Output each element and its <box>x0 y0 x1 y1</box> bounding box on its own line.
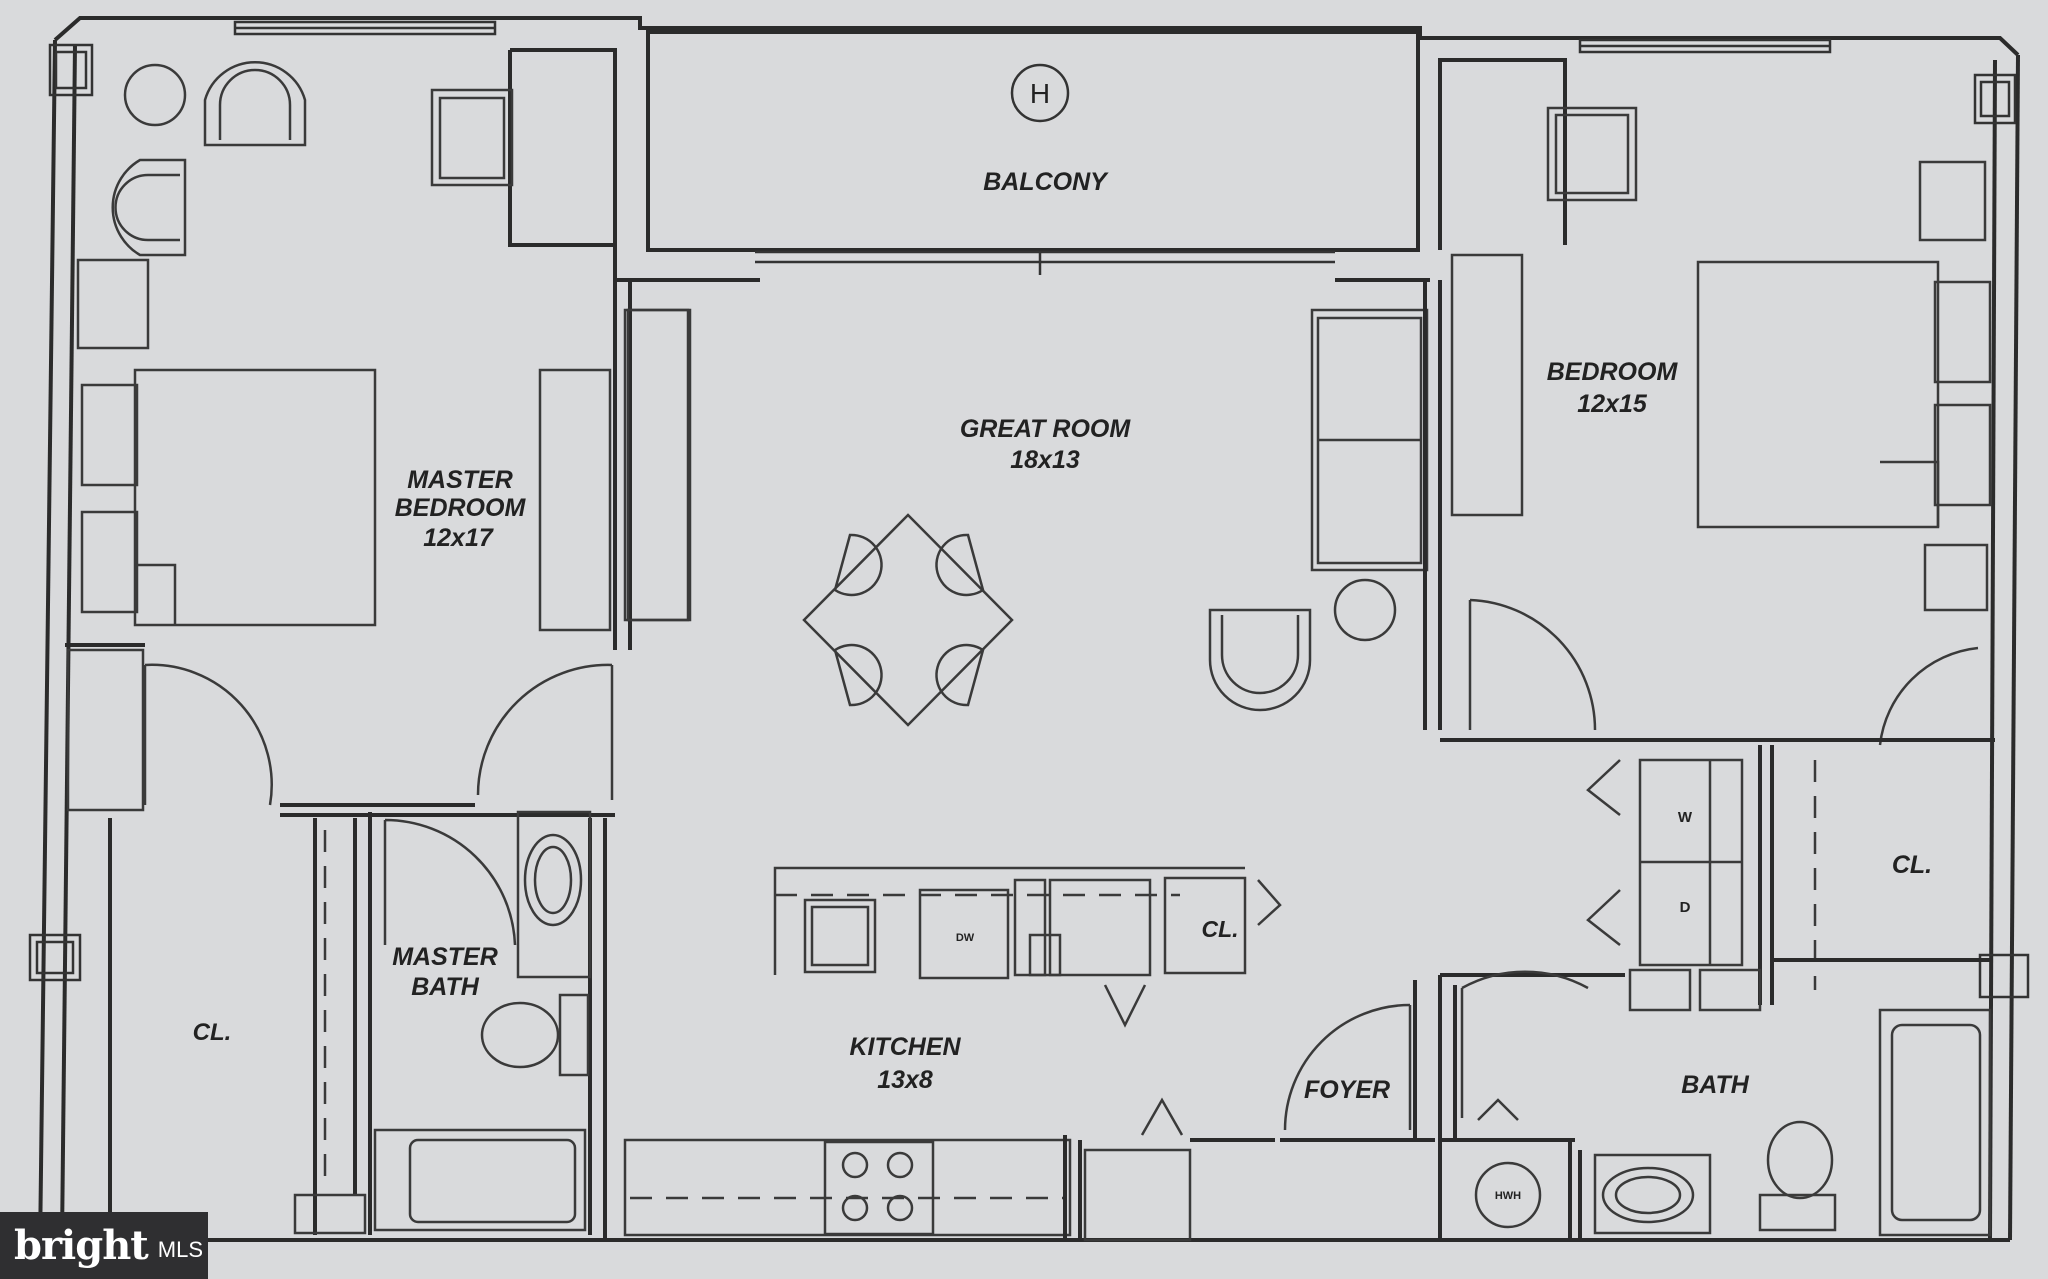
master-bath: MASTER BATH <box>368 810 607 1240</box>
exterior-walls <box>28 16 2030 1251</box>
bedroom-size: 12x15 <box>1577 390 1648 418</box>
closet-left-label: CL. <box>193 1019 232 1046</box>
closet-kitchen-label: CL. <box>1201 916 1238 942</box>
balcony-label: BALCONY <box>983 168 1109 196</box>
great-room-size: 18x13 <box>1010 446 1080 474</box>
great-room-label: GREAT ROOM <box>960 415 1132 443</box>
great-room: GREAT ROOM 18x13 <box>615 278 1430 727</box>
kitchen-size: 13x8 <box>877 1066 933 1094</box>
watermark-brand: bright <box>14 1222 149 1269</box>
master-bedroom-label-line1: MASTER <box>407 466 513 494</box>
bedroom-label: BEDROOM <box>1547 358 1679 386</box>
bedroom: BEDROOM 12x15 <box>1423 58 1995 746</box>
hydrant-mark: H <box>1030 78 1050 109</box>
washer-label: W <box>1678 809 1693 826</box>
balcony: H BALCONY <box>646 30 1420 275</box>
master-bedroom-size: 12x17 <box>423 524 494 552</box>
kitchen: DW CL. KITCHEN 13x8 <box>623 866 1282 1242</box>
master-bath-label-line2: BATH <box>411 973 480 1001</box>
master-bedroom-label-line2: BEDROOM <box>395 494 527 522</box>
bath: HWH BATH <box>1438 970 1992 1240</box>
master-bedroom: MASTER BEDROOM 12x17 <box>65 48 692 817</box>
water-heater-label: HWH <box>1495 1190 1521 1202</box>
dryer-label: D <box>1680 899 1691 916</box>
brightmls-watermark: bright MLS <box>0 1212 208 1279</box>
bath-label: BATH <box>1681 1071 1750 1099</box>
master-bath-label-line1: MASTER <box>392 943 498 971</box>
closet-right-label: CL. <box>1892 851 1932 879</box>
foyer-label: FOYER <box>1304 1076 1390 1104</box>
foyer: FOYER <box>1280 980 1435 1142</box>
laundry: W D CL. <box>1586 745 1990 1012</box>
dishwasher-label: DW <box>956 932 975 944</box>
left-closet: CL. <box>108 818 367 1235</box>
kitchen-label: KITCHEN <box>849 1033 961 1061</box>
watermark-suffix: MLS <box>157 1236 204 1262</box>
